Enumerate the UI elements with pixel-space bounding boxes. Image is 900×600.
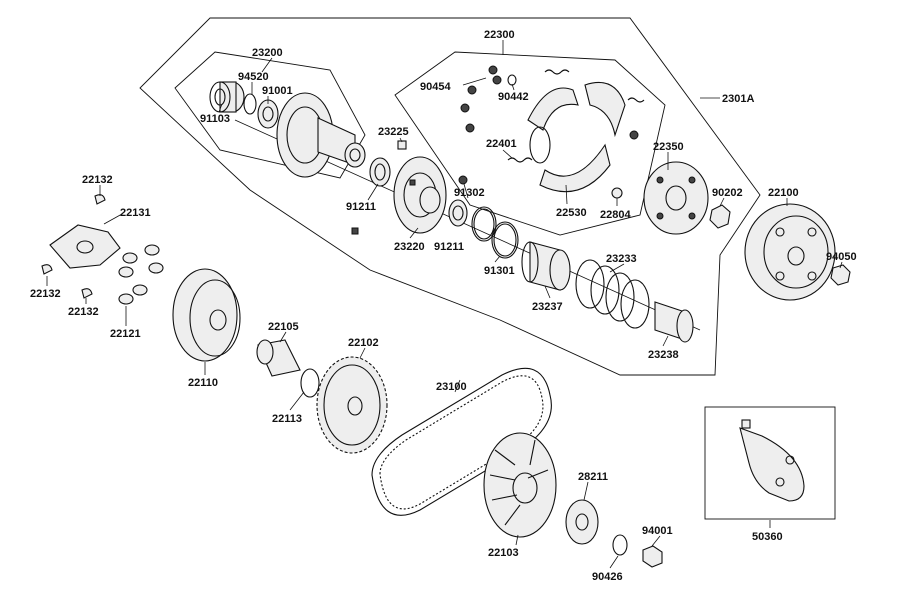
label-94520: 94520 — [238, 71, 269, 83]
label-22105: 22105 — [268, 321, 299, 333]
part-28211-clutch-hub — [565, 499, 599, 545]
label-28211: 28211 — [578, 471, 608, 483]
part-50360-bracket — [739, 419, 805, 502]
part-22105-bushing — [256, 339, 301, 377]
label-91211-upper: 91211 — [346, 201, 376, 213]
label-90202: 90202 — [712, 187, 743, 199]
part-22113-washer — [300, 368, 320, 398]
part-90426-washer — [612, 534, 628, 556]
part-22121-rollers — [118, 244, 164, 305]
part-22131-ramp-plate — [49, 224, 121, 269]
part-22110-drive-face — [172, 268, 241, 362]
label-23220: 23220 — [394, 241, 425, 253]
part-91301-o-ring — [491, 221, 519, 259]
bracket-box-outline — [704, 406, 836, 520]
label-90442: 90442 — [498, 91, 529, 103]
part-23100-drive-belt — [371, 367, 552, 516]
label-22804: 22804 — [600, 209, 631, 221]
label-91211-lower: 91211 — [434, 241, 464, 253]
label-22103: 22103 — [488, 547, 519, 559]
label-2301A: 2301A — [722, 93, 754, 105]
part-22102-drive-gear-face — [316, 356, 388, 454]
label-22132-bottom: 22132 — [68, 306, 99, 318]
label-22102: 22102 — [348, 337, 379, 349]
part-94520-ring — [243, 93, 257, 115]
part-90202-nut — [709, 204, 731, 229]
label-23100: 23100 — [436, 381, 467, 393]
part-94001-nut — [642, 545, 663, 568]
label-94001: 94001 — [642, 525, 673, 537]
clutch-assembly-outline — [139, 17, 761, 376]
part-23220-sliding-face — [351, 156, 468, 235]
part-23238-spring-seat — [654, 301, 694, 343]
part-23237-collar — [521, 241, 571, 291]
label-22530: 22530 — [556, 207, 587, 219]
label-90454: 90454 — [420, 81, 451, 93]
label-23233: 23233 — [606, 253, 637, 265]
label-22132-left: 22132 — [30, 288, 61, 300]
part-22804-pin — [611, 187, 623, 199]
label-22100: 22100 — [768, 187, 799, 199]
label-90426: 90426 — [592, 571, 623, 583]
part-22100-clutch-bell — [744, 203, 836, 301]
part-22530-clutch-shoes — [527, 81, 626, 193]
label-91103: 91103 — [200, 113, 230, 125]
label-91301: 91301 — [484, 265, 515, 277]
part-94050-nut — [830, 264, 851, 286]
label-22110: 22110 — [188, 377, 218, 389]
label-91302: 91302 — [454, 187, 485, 199]
label-23200: 23200 — [252, 47, 283, 59]
label-22300: 22300 — [484, 29, 515, 41]
clutch-shoe-subgroup-outline — [394, 51, 666, 236]
label-22131: 22131 — [120, 207, 151, 219]
label-91001: 91001 — [262, 85, 293, 97]
label-23237: 23237 — [532, 301, 563, 313]
part-22401-spring-upper — [507, 69, 645, 163]
part-90442-washer — [507, 74, 517, 86]
label-22113: 22113 — [272, 413, 302, 425]
part-91211-seal-upper — [369, 157, 391, 187]
label-22401: 22401 — [486, 138, 517, 150]
part-23233-spring — [575, 259, 650, 329]
leader-lines — [46, 40, 843, 569]
part-22103-fan — [483, 432, 557, 538]
part-22132-slider — [41, 194, 106, 299]
part-91103-needle-bearing — [209, 81, 245, 113]
part-91302-o-ring — [471, 206, 497, 242]
part-23200-driven-face — [276, 92, 366, 178]
label-22132-top: 22132 — [82, 174, 113, 186]
part-91211-seal-lower — [448, 199, 468, 227]
label-22350: 22350 — [653, 141, 684, 153]
part-91001-bearing — [257, 99, 279, 129]
part-90454-nut — [460, 65, 502, 133]
label-23238: 23238 — [648, 349, 679, 361]
label-22121: 22121 — [110, 328, 141, 340]
label-23225: 23225 — [378, 126, 409, 138]
label-50360: 50360 — [752, 531, 783, 543]
drive-face-subgroup-outline — [174, 51, 366, 179]
part-23225-pin — [397, 140, 407, 150]
part-22350-clutch-plate — [629, 130, 709, 235]
label-94050: 94050 — [826, 251, 857, 263]
